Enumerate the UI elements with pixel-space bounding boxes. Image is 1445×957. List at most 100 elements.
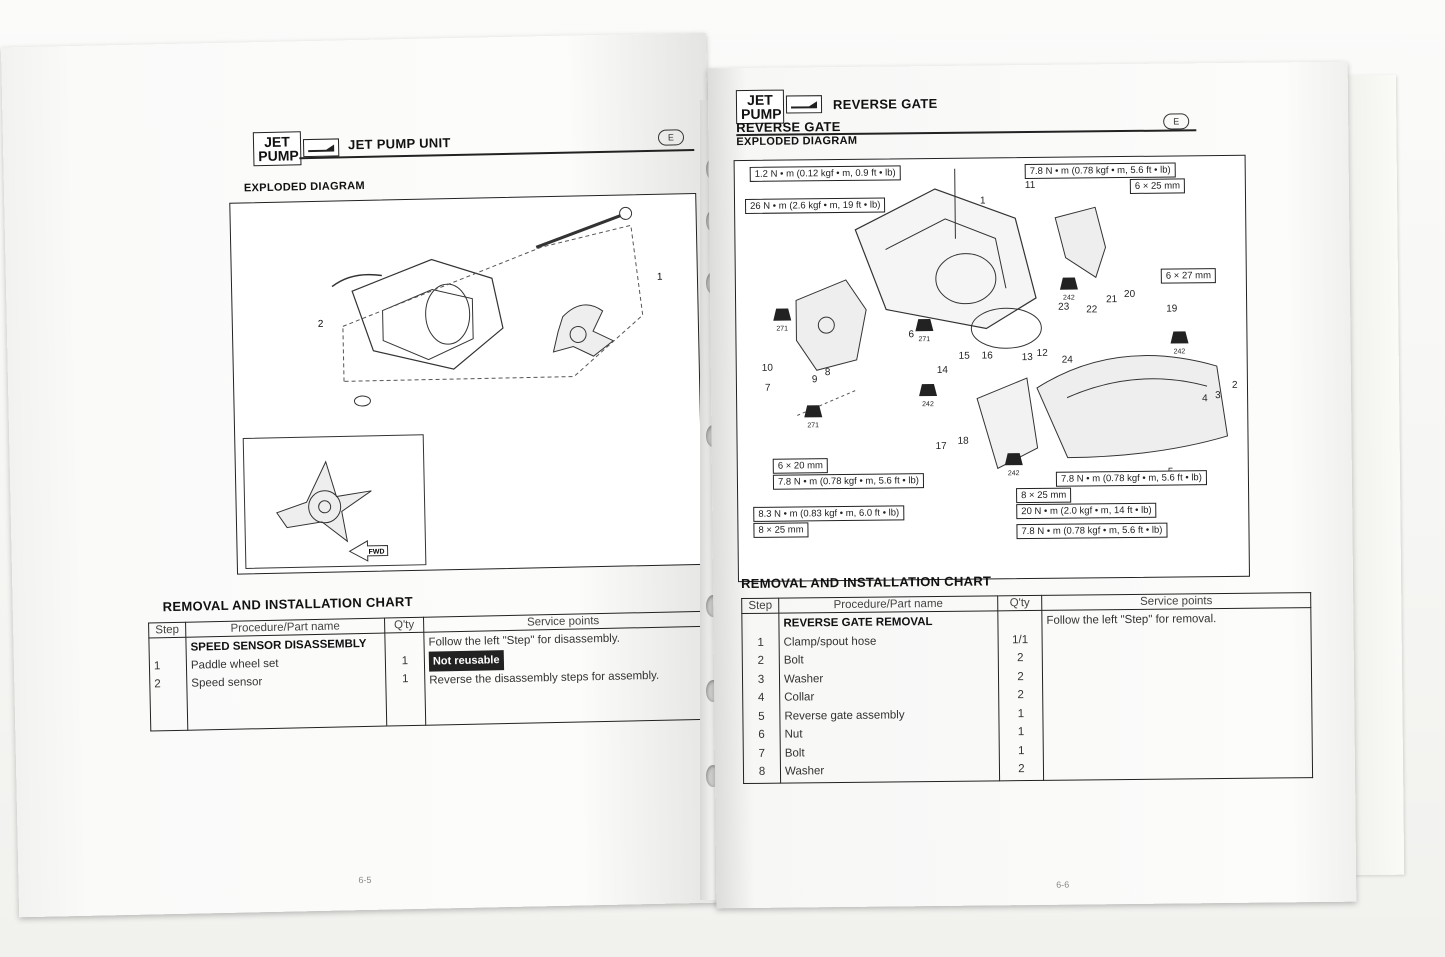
quantity: 1: [1017, 726, 1025, 739]
header-qty: Q'ty: [384, 617, 424, 634]
part-callout: 10: [762, 363, 774, 374]
quantity: 1: [1017, 707, 1025, 720]
part-callout: 9: [812, 374, 818, 385]
part-callout: 6: [908, 329, 914, 340]
torque-spec: 1.2 N • m (0.12 kgf • m, 0.9 ft • lb): [749, 165, 901, 182]
loctite-label: 271: [776, 326, 788, 333]
step-number: 8: [758, 765, 766, 778]
reverse-gate-drawing: 271 271 271 242 242 242 242 1 2 3 4 5 6 …: [762, 168, 1238, 478]
part-callout: 8: [825, 367, 831, 378]
quantity: 2: [1017, 670, 1024, 683]
torque-spec: 7.8 N • m (0.78 kgf • m, 5.6 ft • lb): [772, 473, 924, 490]
part-callout-1: 1: [657, 272, 663, 283]
badge-bottom-text: PUMP: [258, 147, 299, 165]
part-callout: 20: [1124, 289, 1136, 300]
language-badge: E: [1163, 113, 1190, 130]
part-name: Collar: [784, 691, 815, 704]
part-name: Clamp/spout hose: [783, 635, 877, 649]
service-note: Follow the left "Step" for removal.: [1046, 613, 1217, 627]
language-badge: E: [657, 129, 685, 146]
section-title: EXPLODED DIAGRAM: [736, 134, 858, 149]
torque-spec: 8.3 N • m (0.83 kgf • m, 6.0 ft • lb): [753, 505, 905, 522]
part-callout: 7: [765, 383, 771, 394]
part-name: Washer: [783, 672, 824, 686]
part-callout: 16: [982, 350, 994, 361]
part-name: Speed sensor: [191, 676, 263, 690]
loctite-label: 242: [1174, 348, 1186, 355]
not-reusable-badge: Not reusable: [428, 650, 504, 672]
right-page: JET PUMP REVERSE GATE REVERSE GATE EXPLO…: [707, 61, 1357, 909]
chart-title: REMOVAL AND INSTALLATION CHART: [162, 593, 414, 615]
loctite-label: 271: [807, 422, 819, 429]
step-number: 7: [758, 747, 766, 760]
torque-spec: 7.8 N • m (0.78 kgf • m, 5.6 ft • lb): [1016, 522, 1168, 540]
part-callout: 13: [1022, 352, 1034, 363]
part-callout: 18: [957, 436, 969, 447]
bolt-size: 8 × 25 mm: [753, 522, 809, 538]
page-number: 6-5: [358, 874, 372, 886]
header-qty: Q'ty: [997, 595, 1042, 611]
removal-chart-table: Step Procedure/Part name Q'ty Service po…: [741, 592, 1313, 784]
part-callout: 24: [1062, 355, 1074, 366]
step-number: 5: [758, 710, 765, 723]
page-title: JET PUMP UNIT: [347, 135, 451, 153]
left-page: JET PUMP JET PUMP UNIT E EXPLODED DIAGRA…: [0, 32, 725, 918]
group-title: REVERSE GATE REMOVAL: [783, 616, 933, 630]
torque-spec: 7.8 N • m (0.78 kgf • m, 5.6 ft • lb): [1055, 470, 1207, 487]
part-name: Nut: [784, 728, 803, 741]
bolt-size: 8 × 25 mm: [1016, 487, 1072, 504]
part-name: Reverse gate assembly: [784, 708, 905, 723]
part-callout-2: 2: [318, 319, 324, 330]
part-callout: 2: [1232, 380, 1238, 391]
quantity: 2: [1017, 689, 1024, 702]
quantity: 1: [1018, 744, 1025, 757]
loctite-label: 271: [918, 336, 930, 343]
part-callout: 23: [1058, 302, 1070, 313]
part-callout: 11: [1025, 180, 1036, 191]
part-name: Washer: [784, 765, 825, 778]
fwd-arrow-label: FWD: [369, 549, 385, 556]
step-number: 1: [757, 636, 764, 649]
header-step: Step: [148, 622, 186, 639]
step-number: 4: [757, 691, 765, 704]
loctite-label: 242: [1063, 295, 1075, 302]
exploded-diagram: 271 271 271 242 242 242 242 1 2 3 4 5 6 …: [733, 154, 1250, 583]
quantity: 1: [401, 655, 409, 668]
part-callout: 12: [1037, 348, 1049, 359]
part-name: Bolt: [783, 654, 804, 667]
torque-spec: 26 N • m (2.6 kgf • m, 19 ft • lb): [744, 197, 886, 214]
quantity: 2: [1017, 652, 1024, 665]
torque-spec: 7.8 N • m (0.78 kgf • m, 5.6 ft • lb): [1024, 162, 1176, 180]
step-number: 2: [757, 654, 765, 667]
step-number: 2: [154, 678, 161, 691]
jet-pump-drawing: FWD 1 2: [242, 206, 663, 569]
exploded-diagram: FWD 1 2: [229, 192, 704, 575]
loctite-label: 242: [1008, 470, 1020, 477]
quantity: 1: [401, 673, 409, 686]
part-callout: 3: [1215, 390, 1221, 401]
part-name: Bolt: [784, 746, 805, 760]
bolt-size: 6 × 20 mm: [772, 458, 829, 474]
page-number: 6-6: [1056, 879, 1070, 890]
chart-title: REMOVAL AND INSTALLATION CHART: [740, 573, 992, 592]
jet-pump-icon: [785, 95, 823, 114]
part-callout: 15: [959, 351, 971, 362]
header-step: Step: [741, 598, 779, 614]
removal-chart-table: Step Procedure/Part name Q'ty Service po…: [148, 611, 705, 732]
quantity: 1/1: [1012, 633, 1029, 646]
part-callout: 4: [1202, 393, 1208, 404]
quantity: 2: [1018, 763, 1025, 776]
part-callout: 17: [936, 441, 948, 452]
bolt-size: 6 × 27 mm: [1160, 268, 1217, 284]
section-title: EXPLODED DIAGRAM: [243, 179, 365, 195]
jet-pump-badge: JET PUMP: [252, 131, 302, 167]
part-callout: 21: [1106, 294, 1118, 305]
jet-pump-icon: [302, 138, 340, 158]
page-title: REVERSE GATE: [832, 95, 938, 113]
part-callout: 14: [937, 365, 949, 376]
torque-spec: 20 N • m (2.0 kgf • m, 14 ft • lb): [1016, 502, 1157, 520]
part-callout: 19: [1166, 303, 1178, 314]
loctite-label: 242: [922, 401, 934, 408]
step-number: 1: [153, 660, 161, 673]
part-callout: 22: [1086, 304, 1098, 315]
